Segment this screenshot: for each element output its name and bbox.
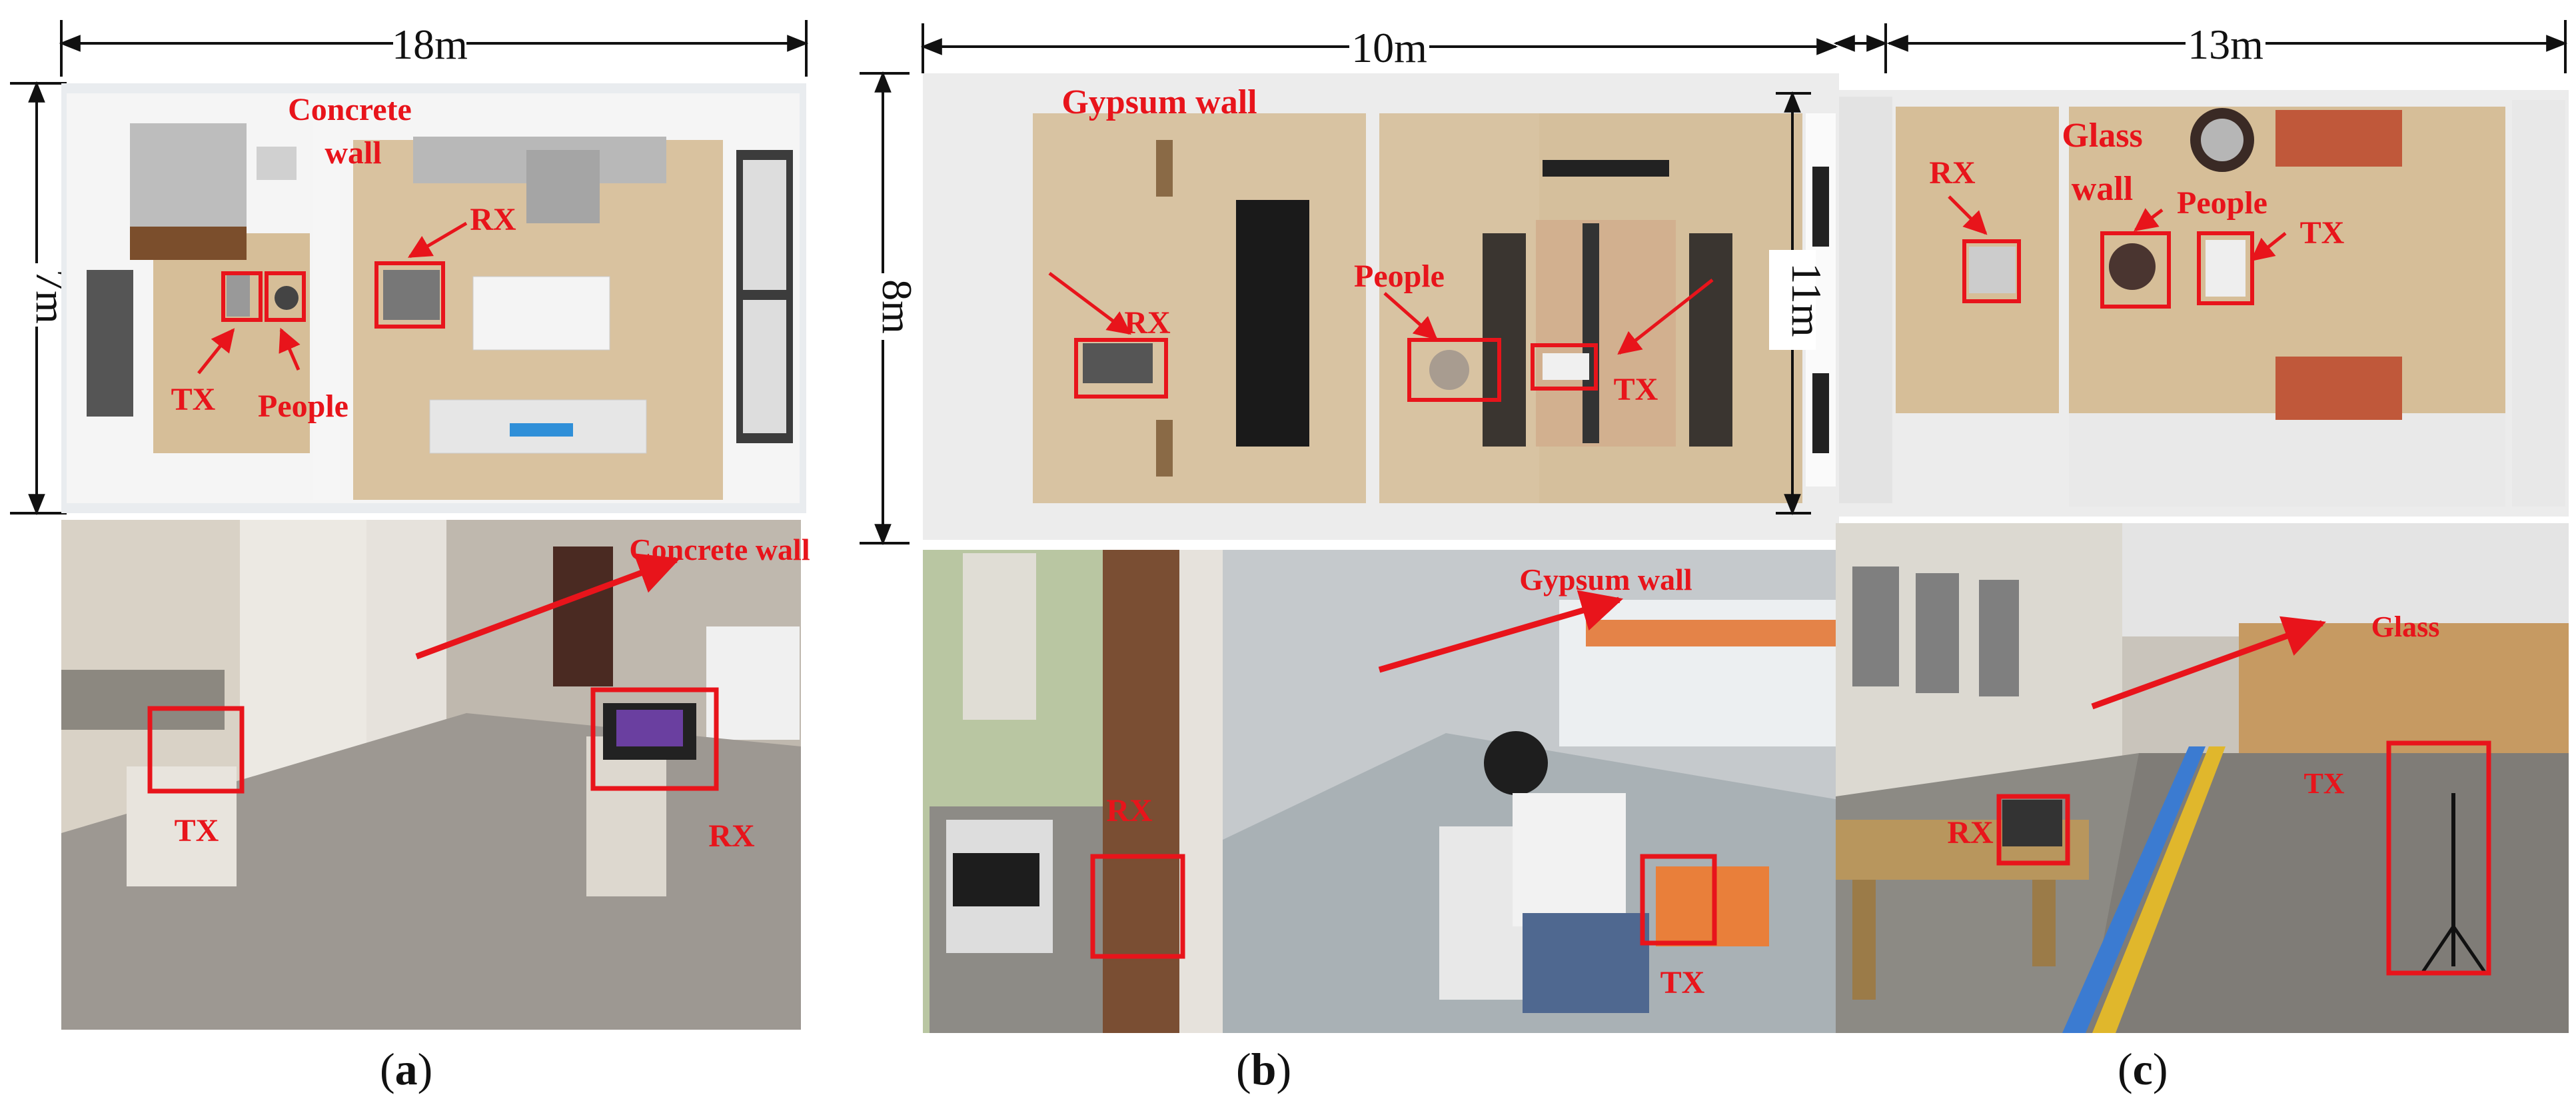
label-rx-plan-c: RX [1929, 155, 1976, 191]
label-people-plan-b: People [1354, 259, 1445, 294]
label-gypsum-wall-photo: Gypsum wall [1519, 562, 1692, 596]
dim-label-13m: 13m [2188, 21, 2263, 68]
label-tx-plan-b: TX [1614, 372, 1658, 407]
label-rx-photo-c: RX [1947, 815, 1994, 850]
label-tx-photo-c: TX [2303, 767, 2344, 800]
floorplan-a: Concrete wall RX TX People [61, 83, 806, 513]
dimension-c-height: 11m [1769, 91, 1830, 516]
dim-label-11m: 11m [1783, 263, 1830, 337]
caption-b: (b) [1236, 1044, 1292, 1094]
photo-a: Concrete wall TX RX [61, 520, 810, 1030]
photo-c: Glass RX TX [1836, 523, 2569, 1033]
panel-a: 18m 7m [10, 20, 810, 1030]
dimension-c-gap [1833, 23, 1888, 73]
dim-label-18m: 18m [392, 21, 468, 68]
dimension-a-height: 7m [10, 81, 75, 516]
label-rx-photo-b: RX [1106, 793, 1153, 828]
dimension-b-height: 8m [860, 71, 921, 546]
dimension-b-width: 10m [920, 23, 1838, 73]
dim-label-10m: 10m [1351, 24, 1427, 71]
label-glass-wall-line2: wall [2072, 170, 2133, 208]
label-concrete-wall-line2: wall [324, 135, 381, 171]
label-concrete-wall-photo: Concrete wall [629, 533, 810, 566]
label-rx-plan-b: RX [1124, 305, 1171, 341]
caption-c: (c) [2118, 1044, 2168, 1094]
dim-label-8m: 8m [874, 279, 921, 334]
dimension-c-width: 13m [1886, 20, 2568, 73]
label-glass-wall-line1: Glass [2062, 117, 2142, 155]
label-tx-plan-a: TX [171, 382, 216, 417]
label-concrete-wall-line1: Concrete [288, 92, 412, 127]
label-tx-plan-c: TX [2300, 215, 2345, 251]
floorplan-c: RX Glass wall People TX [1836, 90, 2569, 517]
caption-a: (a) [380, 1044, 433, 1094]
photo-b: Gypsum wall RX TX [923, 550, 1839, 1033]
label-rx-plan-a: RX [470, 202, 516, 237]
label-people-plan-a: People [258, 389, 348, 424]
label-gypsum-wall-plan: Gypsum wall [1061, 83, 1257, 121]
floorplan-b: Gypsum wall RX People TX [923, 73, 1839, 540]
label-tx-photo-a: TX [175, 813, 219, 848]
label-people-plan-c: People [2177, 185, 2267, 221]
panel-c: 13m 11m RX Glass wall Peop [1769, 20, 2569, 1033]
label-rx-photo-a: RX [708, 818, 755, 854]
label-tx-photo-b: TX [1660, 965, 1705, 1000]
dimension-a-width: 18m [59, 20, 809, 77]
label-glass-photo: Glass [2371, 610, 2440, 643]
panel-b: 10m 8m [860, 23, 1839, 1033]
